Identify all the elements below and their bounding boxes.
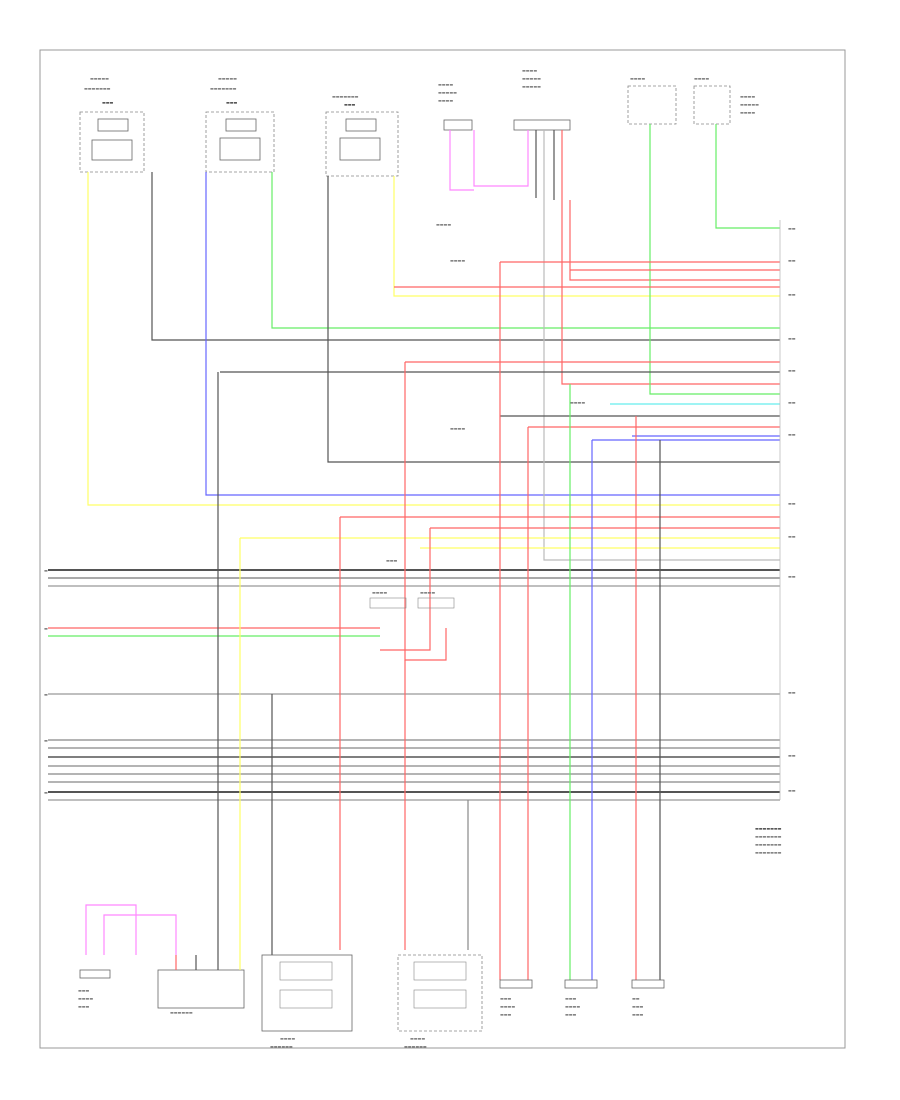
diagram-frame [39,49,846,1049]
svg-text:▬▬▬▬▬▬▬: ▬▬▬▬▬▬▬ [755,850,782,855]
svg-text:▬: ▬ [44,692,48,697]
mid-connectors: ▬▬▬▬ ▬▬▬▬ ▬▬▬ ▬▬▬▬ ▬▬▬▬ ▬▬▬▬ ▬▬▬▬ [369,222,585,609]
svg-text:▬▬▬: ▬▬▬ [102,100,114,105]
svg-text:▬▬▬▬▬: ▬▬▬▬▬ [740,102,759,107]
svg-text:▬: ▬ [44,790,48,795]
svg-text:▬▬: ▬▬ [788,432,796,437]
svg-text:▬▬▬▬: ▬▬▬▬ [450,426,465,431]
svg-text:▬▬▬▬▬▬▬: ▬▬▬▬▬▬▬ [755,826,782,831]
svg-text:▬▬▬▬: ▬▬▬▬ [740,94,755,99]
svg-text:▬: ▬ [44,626,48,631]
left-rear-tweeter: ▬▬▬ ▬▬▬▬ ▬▬▬ [78,904,177,1009]
svg-text:▬▬: ▬▬ [788,501,796,506]
svg-text:▬▬▬: ▬▬▬ [386,558,398,563]
svg-text:▬▬▬▬: ▬▬▬▬ [280,1036,295,1041]
svg-text:▬▬▬▬: ▬▬▬▬ [420,590,435,595]
svg-text:▬▬▬: ▬▬▬ [78,988,90,993]
right-rear-door-speaker: ▬▬▬▬ ▬▬▬▬▬▬ [397,954,483,1049]
svg-text:▬▬▬: ▬▬▬ [500,996,512,1001]
svg-text:▬▬▬▬▬▬: ▬▬▬▬▬▬ [404,1044,427,1049]
rear-usb-connector: ▬▬▬▬ ▬▬▬▬▬ ▬▬▬▬▬ [513,68,571,131]
svg-text:▬▬▬: ▬▬▬ [565,1012,577,1017]
svg-text:▬▬▬▬▬: ▬▬▬▬▬ [438,90,457,95]
svg-text:▬▬: ▬▬ [788,534,796,539]
svg-text:▬▬: ▬▬ [788,258,796,263]
svg-text:▬▬▬▬: ▬▬▬▬ [565,1004,580,1009]
svg-text:▬▬▬▬▬▬▬: ▬▬▬▬▬▬▬ [755,842,782,847]
top-wires [87,124,780,561]
bottom-wires [217,262,661,980]
front-right-speaker: ▬▬▬▬▬ ▬▬▬▬▬▬▬ ▬▬▬ [205,76,275,173]
aux-connector: ▬▬▬▬ ▬▬▬▬ ▬▬▬▬ ▬▬▬▬▬ ▬▬▬▬ [627,76,759,125]
svg-text:▬▬: ▬▬ [788,400,796,405]
svg-text:▬▬▬▬: ▬▬▬▬ [522,68,537,73]
svg-text:▬▬▬▬: ▬▬▬▬ [740,110,755,115]
svg-text:▬▬▬: ▬▬▬ [565,996,577,1001]
svg-text:▬▬▬▬: ▬▬▬▬ [410,1036,425,1041]
svg-text:▬▬▬▬▬: ▬▬▬▬▬ [522,76,541,81]
svg-text:▬▬▬▬▬▬: ▬▬▬▬▬▬ [270,1044,293,1049]
harness-lines [48,261,780,801]
front-left-speaker: ▬▬▬▬▬ ▬▬▬▬▬▬▬ ▬▬▬ [79,76,145,173]
svg-text:▬▬▬▬▬▬: ▬▬▬▬▬▬ [170,1010,193,1015]
svg-text:▬▬▬: ▬▬▬ [78,1004,90,1009]
svg-text:▬▬: ▬▬ [788,336,796,341]
svg-text:▬▬▬: ▬▬▬ [500,1012,512,1017]
right-rear-tweeter-2: ▬▬▬ ▬▬▬▬ ▬▬▬ [564,979,598,1017]
svg-text:▬▬: ▬▬ [788,574,796,579]
svg-text:▬▬▬▬: ▬▬▬▬ [630,76,645,81]
svg-text:▬▬: ▬▬ [788,292,796,297]
svg-text:▬▬▬▬: ▬▬▬▬ [694,76,709,81]
svg-text:▬▬▬▬: ▬▬▬▬ [436,222,451,227]
svg-text:▬▬▬▬: ▬▬▬▬ [438,82,453,87]
svg-text:▬▬▬▬▬: ▬▬▬▬▬ [90,76,109,81]
svg-text:▬▬▬▬: ▬▬▬▬ [78,996,93,1001]
left-pins: ▬ ▬ ▬ ▬ ▬ [44,568,48,795]
left-rear-speaker: ▬▬▬▬▬▬ [157,955,245,1015]
svg-text:▬▬: ▬▬ [632,996,640,1001]
radio-antenna: ▬▬ ▬▬▬ ▬▬▬ [631,979,665,1017]
left-rear-door-speaker: ▬▬▬▬ ▬▬▬▬▬▬ [261,954,353,1049]
svg-text:▬▬: ▬▬ [788,368,796,373]
svg-text:▬: ▬ [44,738,48,743]
svg-text:▬▬▬▬: ▬▬▬▬ [438,98,453,103]
svg-text:▬▬▬▬: ▬▬▬▬ [570,400,585,405]
svg-text:▬▬▬▬: ▬▬▬▬ [500,1004,515,1009]
svg-text:▬▬▬▬: ▬▬▬▬ [372,590,387,595]
svg-text:▬▬: ▬▬ [788,753,796,758]
front-usb-connector: ▬▬▬▬ ▬▬▬▬▬ ▬▬▬▬ [438,82,473,131]
svg-text:▬▬▬▬▬▬▬: ▬▬▬▬▬▬▬ [210,86,237,91]
right-rear-tweeter-1: ▬▬▬ ▬▬▬▬ ▬▬▬ [499,979,533,1017]
svg-text:▬▬: ▬▬ [788,690,796,695]
svg-text:▬▬: ▬▬ [788,226,796,231]
svg-text:▬▬▬▬▬: ▬▬▬▬▬ [522,84,541,89]
svg-text:▬▬▬: ▬▬▬ [632,1004,644,1009]
svg-text:▬▬: ▬▬ [788,788,796,793]
svg-text:▬▬▬▬▬▬▬: ▬▬▬▬▬▬▬ [84,86,111,91]
svg-text:▬: ▬ [44,568,48,573]
svg-text:▬▬▬▬▬▬▬: ▬▬▬▬▬▬▬ [755,834,782,839]
amplifier-pin-column: ▬▬ ▬▬ ▬▬ ▬▬ ▬▬ ▬▬ ▬▬ ▬▬ ▬▬ ▬▬ ▬▬ ▬▬ ▬▬ ▬… [755,220,796,855]
svg-text:▬▬▬: ▬▬▬ [344,102,356,107]
front-tweeter: ▬▬▬▬▬▬▬ ▬▬▬ [325,94,399,177]
svg-text:▬▬▬▬▬▬▬: ▬▬▬▬▬▬▬ [332,94,359,99]
svg-text:▬▬▬: ▬▬▬ [226,100,238,105]
svg-text:▬▬▬: ▬▬▬ [632,1012,644,1017]
svg-text:▬▬▬▬: ▬▬▬▬ [450,258,465,263]
svg-text:▬▬▬▬▬: ▬▬▬▬▬ [218,76,237,81]
